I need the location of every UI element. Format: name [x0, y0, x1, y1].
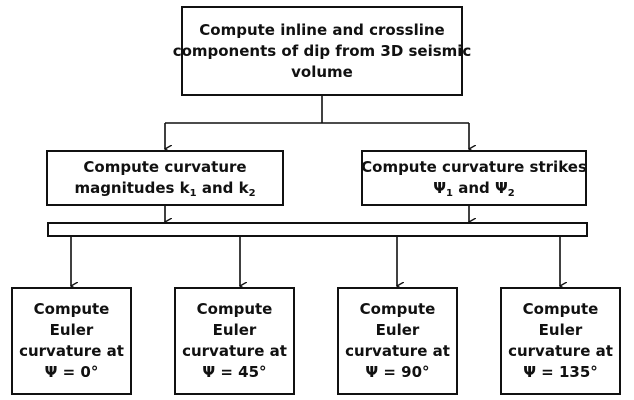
euler-90-line-3: curvature at [345, 342, 450, 360]
euler-135-line-3: curvature at [508, 342, 613, 360]
merge-bar [47, 222, 588, 237]
euler-45-line-2: Euler [212, 321, 257, 339]
strikes-line-1: Compute curvature strikes [361, 158, 587, 176]
compute-dip-line-2: components of dip from 3D seismic [172, 41, 472, 60]
euler-45-line-3: curvature at [182, 342, 287, 360]
euler-45-line-1: Compute [196, 300, 273, 318]
magnitudes-mid: and k [196, 179, 249, 197]
strikes-sub-1: 1 [446, 188, 453, 199]
euler-135-line-1: Compute [522, 300, 599, 318]
compute-magnitudes-box: Compute curvature magnitudes k1 and k2 [46, 150, 284, 206]
euler-90-line-2: Euler [375, 321, 420, 339]
strikes-sub-2: 2 [507, 188, 515, 199]
strikes-mid: and Ψ [453, 179, 508, 197]
magnitudes-line-2: magnitudes k1 and k2 [74, 178, 255, 199]
magnitudes-prefix: magnitudes k [74, 179, 190, 197]
euler-curvature-45-box: Compute Euler curvature at Ψ = 45° [174, 287, 295, 395]
magnitudes-line-1: Compute curvature [83, 158, 247, 176]
strikes-prefix: Ψ [433, 179, 447, 197]
magnitudes-sub-1: 1 [189, 188, 197, 199]
euler-0-line-1: Compute [33, 300, 110, 318]
euler-90-line-4: Ψ = 90° [365, 363, 430, 381]
euler-0-line-3: curvature at [19, 342, 124, 360]
strikes-line-2: Ψ1 and Ψ2 [433, 178, 514, 199]
compute-dip-box: Compute inline and crossline components … [173, 6, 471, 96]
compute-dip-line-1: Compute inline and crossline [199, 20, 445, 39]
magnitudes-sub-2: 2 [248, 188, 256, 199]
compute-dip-line-3: volume [291, 62, 353, 81]
euler-curvature-135-box: Compute Euler curvature at Ψ = 135° [500, 287, 621, 395]
euler-curvature-0-box: Compute Euler curvature at Ψ = 0° [11, 287, 132, 395]
compute-strikes-box: Compute curvature strikes Ψ1 and Ψ2 [361, 150, 587, 206]
euler-135-line-4: Ψ = 135° [523, 363, 598, 381]
euler-90-line-1: Compute [359, 300, 436, 318]
euler-curvature-90-box: Compute Euler curvature at Ψ = 90° [337, 287, 458, 395]
euler-0-line-4: Ψ = 0° [44, 363, 99, 381]
euler-45-line-4: Ψ = 45° [202, 363, 267, 381]
euler-135-line-2: Euler [538, 321, 583, 339]
euler-0-line-2: Euler [49, 321, 94, 339]
